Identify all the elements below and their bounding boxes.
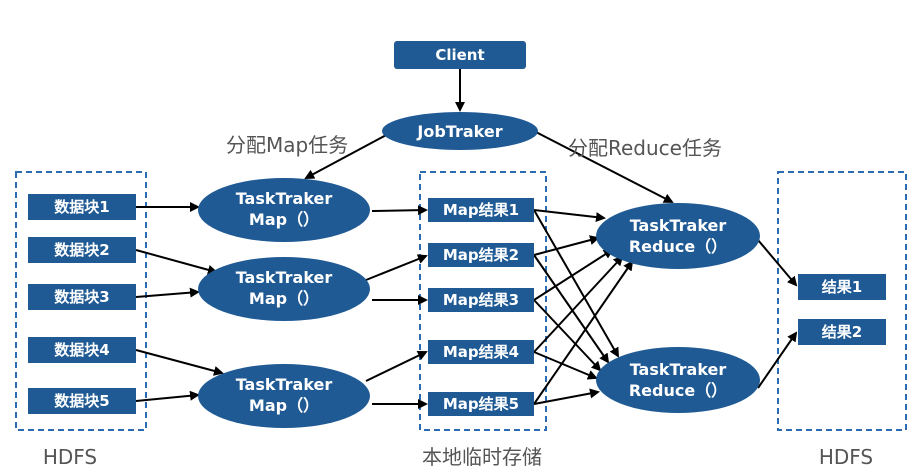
map-result-label: Map结果4 (443, 343, 519, 361)
hdfs-block-label: 数据块3 (54, 288, 109, 306)
map-tasktracker-1[interactable]: TaskTraker Map（） (198, 178, 370, 242)
client-node[interactable]: Client (394, 41, 526, 69)
assign-map-label: 分配Map任务 (226, 133, 348, 157)
arrow-result1-reduce1 (533, 209, 606, 223)
arrow-result5-reduce1 (533, 260, 634, 405)
arrow-block3-map2 (135, 287, 200, 298)
map-task-func: Map（） (249, 210, 319, 229)
map-result-label: Map结果2 (443, 246, 519, 264)
local-storage-label: 本地临时存储 (422, 445, 542, 469)
arrow-result5-reduce2 (533, 388, 600, 405)
arrow-result3-reduce2 (533, 299, 602, 372)
arrow-jobtracker-map1 (304, 132, 391, 179)
hdfs-block-4[interactable]: 数据块4 (28, 337, 136, 363)
hdfs-block-label: 数据块1 (54, 198, 109, 216)
hdfs-block-5[interactable]: 数据块5 (28, 388, 136, 414)
arrow-reduce1-result1 (757, 239, 798, 287)
arrow-map3-result4 (365, 350, 428, 382)
reduce-task-func: Reduce（） (629, 237, 727, 256)
arrow-block4-map3 (135, 349, 224, 376)
map-tasktracker-3[interactable]: TaskTraker Map（） (198, 364, 370, 428)
map-task-title: TaskTraker (236, 268, 333, 287)
hdfs-block-2[interactable]: 数据块2 (28, 237, 136, 263)
map-result-4[interactable]: Map结果4 (428, 340, 534, 364)
client-label: Client (435, 46, 484, 64)
jobtracker-node[interactable]: JobTraker (382, 112, 538, 150)
map-result-label: Map结果3 (443, 291, 519, 309)
map-tasktracker-2[interactable]: TaskTraker Map（） (198, 257, 370, 321)
arrow-reduce2-result2 (757, 331, 798, 389)
reduce-tasktracker-2[interactable]: TaskTraker Reduce（） (596, 347, 760, 413)
reduce-task-func: Reduce（） (629, 381, 727, 400)
arrow-result4-reduce1 (533, 255, 624, 353)
local-storage-group (419, 171, 547, 431)
final-result-label: 结果2 (822, 323, 862, 341)
arrow-result4-reduce2 (533, 351, 598, 380)
map-result-5[interactable]: Map结果5 (428, 392, 534, 416)
map-task-title: TaskTraker (236, 189, 333, 208)
map-result-3[interactable]: Map结果3 (428, 288, 534, 312)
arrow-result2-reduce2 (533, 254, 610, 364)
hdfs-left-label: HDFS (43, 445, 97, 469)
hdfs-right-label: HDFS (819, 445, 873, 469)
hdfs-block-3[interactable]: 数据块3 (28, 284, 136, 310)
reduce-task-title: TaskTraker (630, 360, 727, 379)
map-result-label: Map结果1 (443, 201, 519, 219)
arrow-map1-result1 (371, 205, 428, 216)
hdfs-block-1[interactable]: 数据块1 (28, 194, 136, 220)
jobtracker-label: JobTraker (416, 122, 502, 141)
final-result-2[interactable]: 结果2 (798, 319, 886, 345)
final-result-1[interactable]: 结果1 (798, 274, 886, 300)
arrow-result3-reduce1 (533, 248, 614, 301)
hdfs-block-label: 数据块2 (54, 241, 109, 259)
map-result-1[interactable]: Map结果1 (428, 198, 534, 222)
hdfs-right-group (777, 171, 907, 431)
reduce-tasktracker-1[interactable]: TaskTraker Reduce（） (596, 203, 760, 269)
arrow-block5-map3 (135, 390, 200, 402)
reduce-task-title: TaskTraker (630, 216, 727, 235)
map-result-2[interactable]: Map结果2 (428, 243, 534, 267)
hdfs-block-label: 数据块5 (54, 392, 109, 410)
map-task-title: TaskTraker (236, 375, 333, 394)
arrows (135, 69, 798, 409)
arrow-block2-map2 (135, 249, 218, 275)
arrow-result1-reduce2 (533, 209, 619, 358)
arrow-jobtracker-reduce1 (531, 129, 674, 203)
assign-reduce-label: 分配Reduce任务 (568, 136, 722, 160)
arrow-map2-result2 (365, 254, 428, 281)
arrow-result2-reduce1 (533, 235, 600, 256)
hdfs-block-label: 数据块4 (54, 341, 109, 359)
map-result-label: Map结果5 (443, 395, 519, 413)
final-result-label: 结果1 (822, 278, 862, 296)
hdfs-left-group (15, 171, 147, 431)
map-task-func: Map（） (249, 396, 319, 415)
map-task-func: Map（） (249, 289, 319, 308)
